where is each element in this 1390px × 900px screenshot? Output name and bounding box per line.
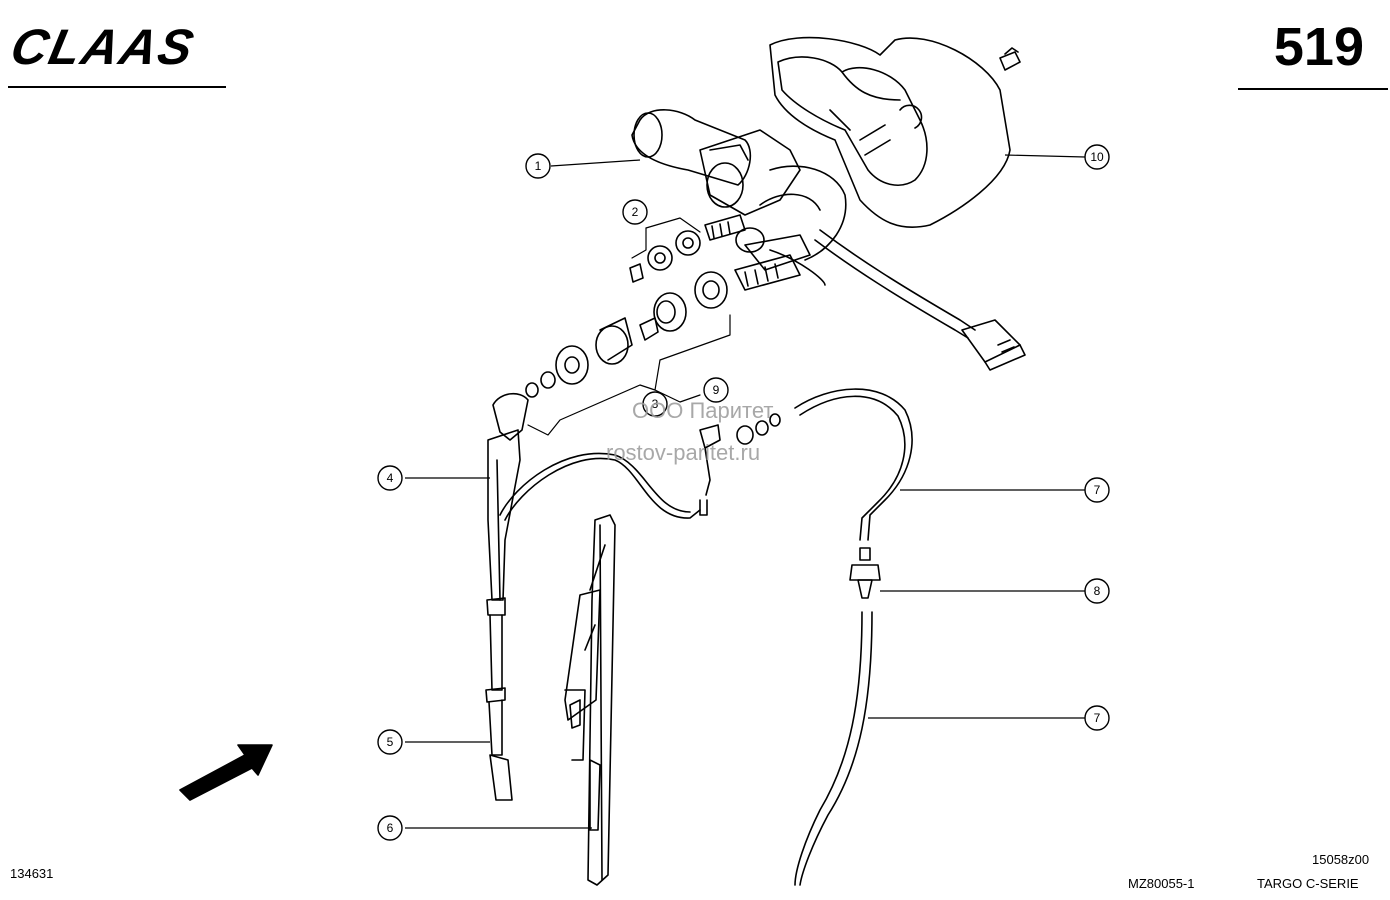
wiper-blade: [564, 514, 616, 886]
callout-9: 9: [713, 383, 720, 397]
washer-jet-9: [699, 413, 781, 496]
leader-lines: [405, 154, 1086, 829]
callout-8: 8: [1094, 584, 1101, 598]
callout-7a: 7: [1094, 483, 1101, 497]
callout-2-circle: [622, 199, 648, 225]
footer-drawing-code: MZ80055-1: [1128, 876, 1195, 891]
page-number-underline: [1238, 88, 1388, 90]
callout-circles: [377, 144, 1110, 841]
page-number: 519: [1273, 17, 1364, 77]
washer-hose-lower: [794, 611, 873, 886]
callout-4: 4: [387, 471, 394, 485]
logo-underline: [8, 86, 226, 88]
footer-left-code: 134631: [10, 866, 54, 881]
callout-1: 1: [535, 159, 542, 173]
watermark-site: rostov-paritet.ru: [606, 440, 761, 465]
wiper-arm: [485, 392, 529, 801]
washer-hose-upper: [794, 388, 913, 541]
footer-model: TARGO C-SERIE: [1257, 876, 1359, 891]
callout-7a-circle: [1084, 477, 1110, 503]
arm-washer-hose: [499, 452, 708, 521]
callout-labels: 1 2 3 4 5 6 7 7 8 9 10: [387, 150, 1104, 835]
fastener-set-2: [525, 230, 728, 398]
callout-3-circle: [642, 391, 668, 417]
callout-1-circle: [525, 153, 551, 179]
callout-6: 6: [387, 821, 394, 835]
callout-10-circle: [1084, 144, 1110, 170]
motor-cable: [814, 229, 1026, 371]
callout-6-circle: [377, 815, 403, 841]
callout-5: 5: [387, 735, 394, 749]
footer-revision-code: 15058z00: [1312, 852, 1370, 867]
motor-cover: [769, 36, 1011, 228]
callout-3: 3: [652, 397, 659, 411]
callout-10: 10: [1090, 150, 1104, 164]
group-brackets: [527, 217, 731, 436]
callout-5-circle: [377, 729, 403, 755]
callout-2: 2: [632, 205, 639, 219]
check-valve: [849, 547, 881, 599]
callout-4-circle: [377, 465, 403, 491]
watermark-company: ООО Паритет: [632, 398, 774, 423]
callout-7b-circle: [1084, 705, 1110, 731]
direction-arrow: [179, 744, 273, 801]
callout-9-circle: [703, 377, 729, 403]
cover-screw: [999, 47, 1021, 71]
callout-8-circle: [1084, 578, 1110, 604]
callout-7b: 7: [1094, 711, 1101, 725]
wiper-motor: [631, 109, 847, 291]
